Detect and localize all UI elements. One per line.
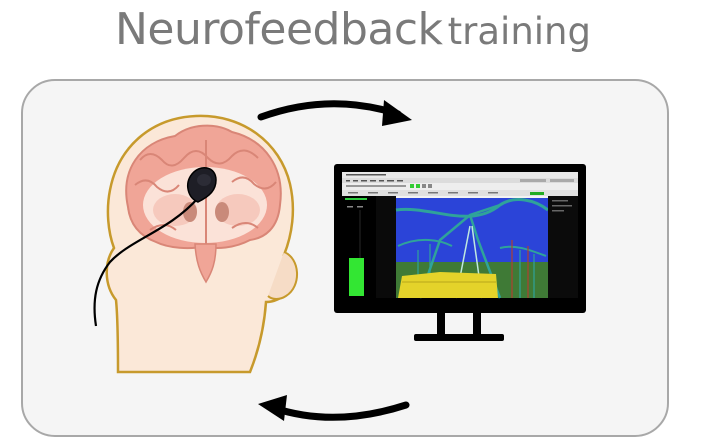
rollercoaster-scene bbox=[395, 198, 549, 299]
diagram-title: Neurofeedback training bbox=[0, 8, 706, 52]
title-word-training: training bbox=[447, 10, 591, 53]
feedback-bar bbox=[349, 258, 364, 296]
arrow-right-icon bbox=[257, 100, 412, 126]
title-word-neurofeedback: Neurofeedback bbox=[115, 4, 443, 55]
arrow-left-icon bbox=[258, 395, 410, 421]
monitor-icon bbox=[334, 164, 586, 341]
electrode-icon bbox=[93, 167, 217, 327]
